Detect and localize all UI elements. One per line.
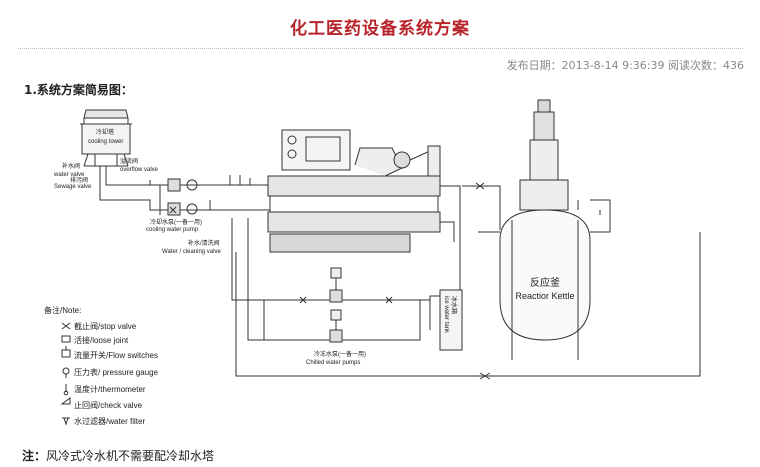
tank-label-en: ice water tank: [443, 296, 449, 334]
overflow-label-en: overflow valve: [120, 167, 159, 173]
chilled-pump-label-cn: 冷冻水泵(一备一用): [314, 350, 366, 358]
cleaning-valve-label-en: Water / cleaning valve: [162, 249, 221, 255]
stop-valve-icon: [61, 322, 71, 330]
legend-item-water-filter: 水过滤器/water filter: [74, 416, 145, 426]
check-valve-icon: [60, 397, 71, 405]
reactor-kettle: [478, 99, 611, 360]
legend-item-flow-switch: 流量开关/Flow switches: [74, 350, 158, 360]
footnote-text: 风冷式冷水机不需要配冷却水塔: [46, 449, 215, 463]
chiller-unit: [267, 129, 441, 253]
page-title: 化工医药设备系统方案: [290, 19, 470, 39]
cleaning-valve-label-cn: 补水/清洗阀: [188, 239, 220, 247]
cooling-tower-label-en: cooling tower: [88, 139, 123, 145]
pressure-gauge-icon: [62, 367, 70, 378]
thermometer-icon: [63, 384, 69, 396]
cooling-tower-label-cn: 冷却塔: [96, 128, 114, 136]
sewage-label-en: Sewage valve: [54, 184, 92, 190]
legend-item-thermometer: 温度计/thermometer: [74, 384, 146, 394]
water-valve-label-en: water valve: [53, 172, 85, 178]
chilled-pump-label-en: Chilled water pumps: [306, 360, 360, 366]
legend: 备注/Note: 截止阀/stop valve 活接/loose joint 流…: [44, 305, 159, 426]
footnote-prefix: 注：: [22, 449, 47, 463]
sewage-label-cn: 排污阀: [70, 176, 88, 184]
overflow-label-cn: 溢流阀: [120, 157, 138, 165]
legend-heading: 备注/Note:: [44, 305, 81, 315]
cooling-pump-label-cn: 冷却水泵(一备一用): [150, 218, 202, 226]
section-heading: 1.系统方案简易图：: [24, 83, 133, 97]
water-valve-label-cn: 补水阀: [62, 162, 80, 170]
publish-meta: 发布日期：2013-8-14 9:36:39 阅读次数：436: [506, 59, 744, 72]
legend-item-loose-joint: 活接/loose joint: [74, 335, 129, 345]
water-filter-icon: [62, 417, 70, 426]
reactor-label-cn: 反应釜: [530, 276, 560, 289]
flow-switch-icon: [61, 346, 71, 358]
loose-joint-icon: [61, 335, 71, 343]
legend-item-stop-valve: 截止阀/stop valve: [74, 321, 137, 331]
cooling-pump-label-en: cooling water pump: [146, 227, 199, 233]
legend-item-check-valve: 止回阀/check valve: [74, 400, 143, 410]
footnote: 注：风冷式冷水机不需要配冷却水塔: [22, 447, 214, 464]
tank-label-cn: 冰水箱: [450, 296, 458, 314]
reactor-label-en: Reactior Kettle: [515, 291, 574, 301]
legend-item-pressure-gauge: 压力表/ pressure gauge: [74, 367, 159, 377]
divider: [18, 48, 743, 49]
cooling-tower: [80, 109, 132, 167]
